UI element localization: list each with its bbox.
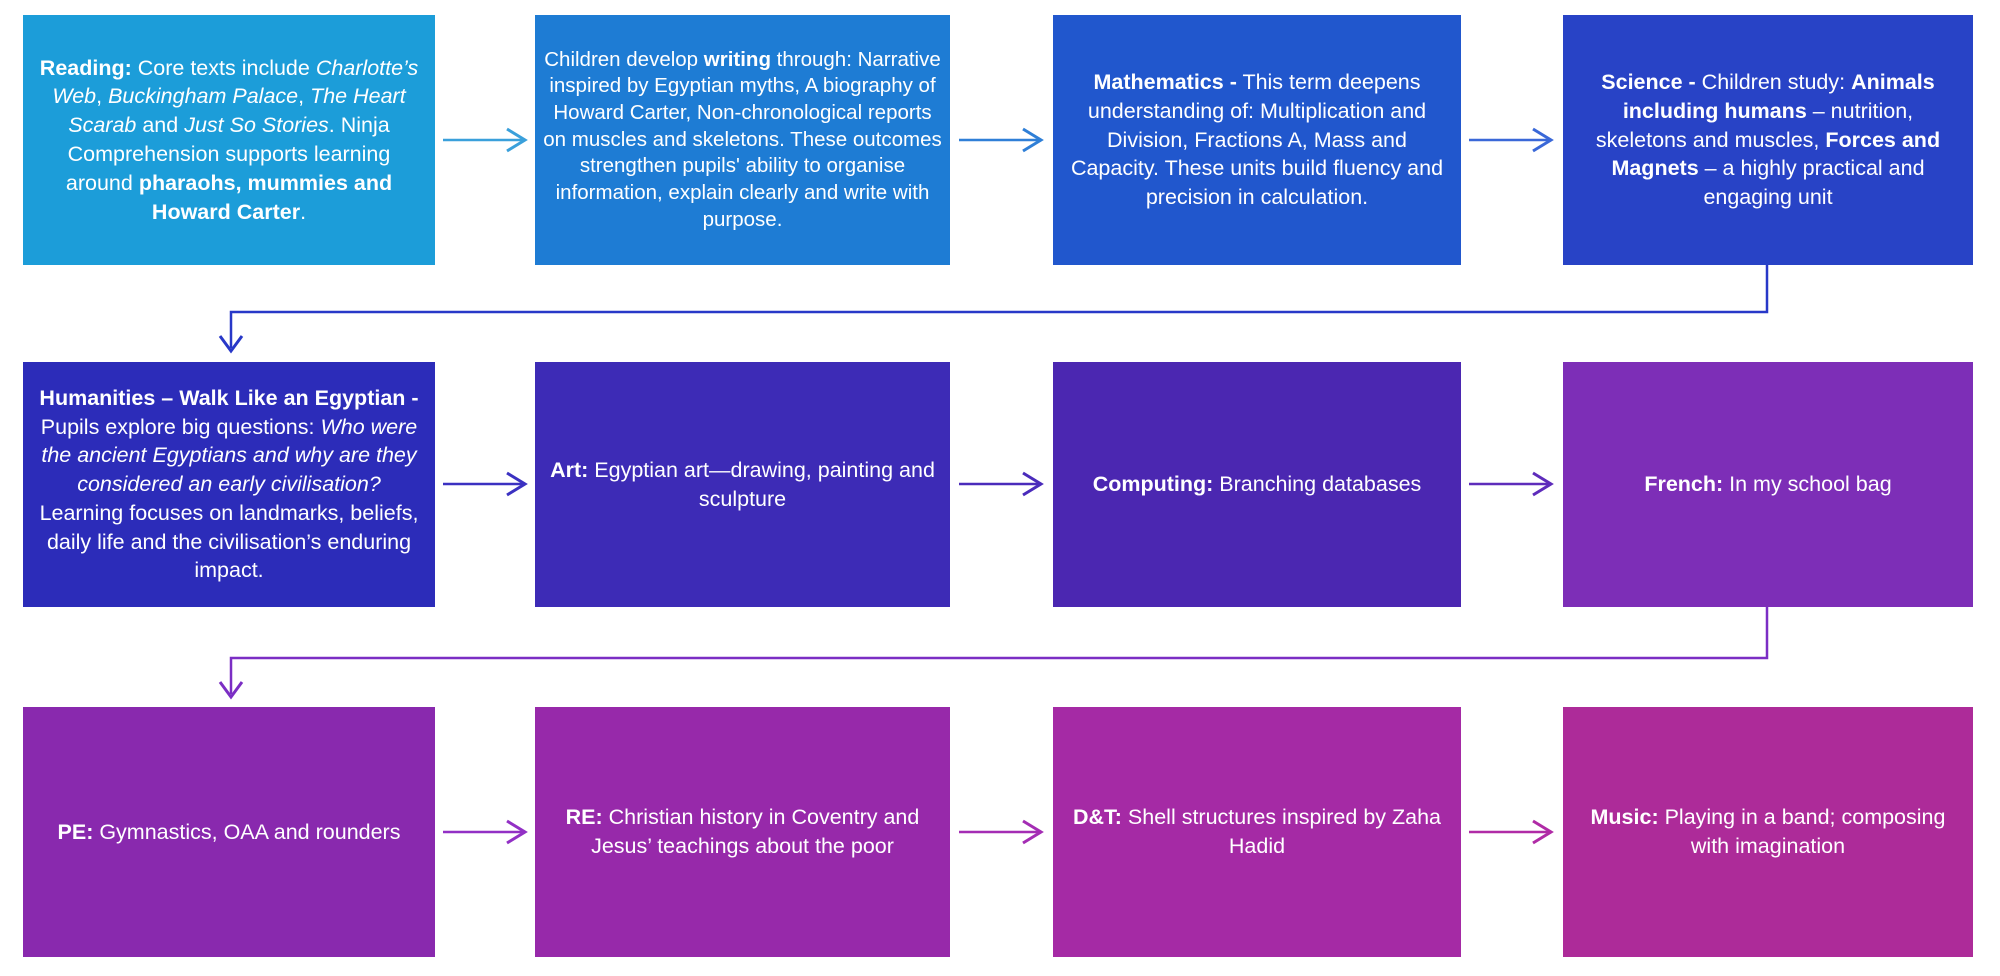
card-dt-text: D&T: Shell structures inspired by Zaha H…	[1072, 805, 1442, 858]
arrow-art-to-computing	[959, 471, 1044, 497]
card-reading-text: Reading: Core texts include Charlotte’s …	[39, 55, 419, 224]
card-mathematics: Mathematics - This term deepens understa…	[1053, 15, 1461, 265]
card-pe: PE: Gymnastics, OAA and rounders	[23, 707, 435, 957]
arrow-dt-to-music	[1469, 819, 1554, 845]
connector-french-to-pe	[218, 607, 1769, 700]
card-humanities-text: Humanities – Walk Like an Egyptian - Pup…	[39, 385, 419, 583]
connector-science-to-humanities	[218, 265, 1769, 354]
arrow-re-to-dt	[959, 819, 1044, 845]
card-reading: Reading: Core texts include Charlotte’s …	[23, 15, 435, 265]
card-mathematics-text: Mathematics - This term deepens understa…	[1070, 70, 1444, 210]
card-dt: D&T: Shell structures inspired by Zaha H…	[1053, 707, 1461, 957]
arrow-reading-to-writing	[443, 127, 528, 153]
card-french: French: In my school bag	[1563, 362, 1973, 607]
card-music-text: Music: Playing in a band; composing with…	[1590, 805, 1946, 858]
card-writing: Children develop writing through: Narrat…	[535, 15, 950, 265]
arrow-computing-to-french	[1469, 471, 1554, 497]
card-re-text: RE: Christian history in Coventry and Je…	[565, 805, 920, 858]
card-art: Art: Egyptian art—drawing, painting and …	[535, 362, 950, 607]
card-science-text: Science - Children study: Animals includ…	[1595, 70, 1941, 210]
arrow-mathematics-to-science	[1469, 127, 1554, 153]
card-science: Science - Children study: Animals includ…	[1563, 15, 1973, 265]
card-music: Music: Playing in a band; composing with…	[1563, 707, 1973, 957]
card-re: RE: Christian history in Coventry and Je…	[535, 707, 950, 957]
card-art-text: Art: Egyptian art—drawing, painting and …	[550, 457, 935, 511]
card-writing-text: Children develop writing through: Narrat…	[543, 47, 942, 231]
card-computing-text: Computing: Branching databases	[1092, 472, 1422, 497]
arrow-writing-to-mathematics	[959, 127, 1044, 153]
card-french-text: French: In my school bag	[1644, 472, 1892, 497]
card-computing: Computing: Branching databases	[1053, 362, 1461, 607]
arrow-pe-to-re	[443, 819, 528, 845]
card-pe-text: PE: Gymnastics, OAA and rounders	[57, 819, 401, 844]
arrow-humanities-to-art	[443, 471, 528, 497]
card-humanities: Humanities – Walk Like an Egyptian - Pup…	[23, 362, 435, 607]
